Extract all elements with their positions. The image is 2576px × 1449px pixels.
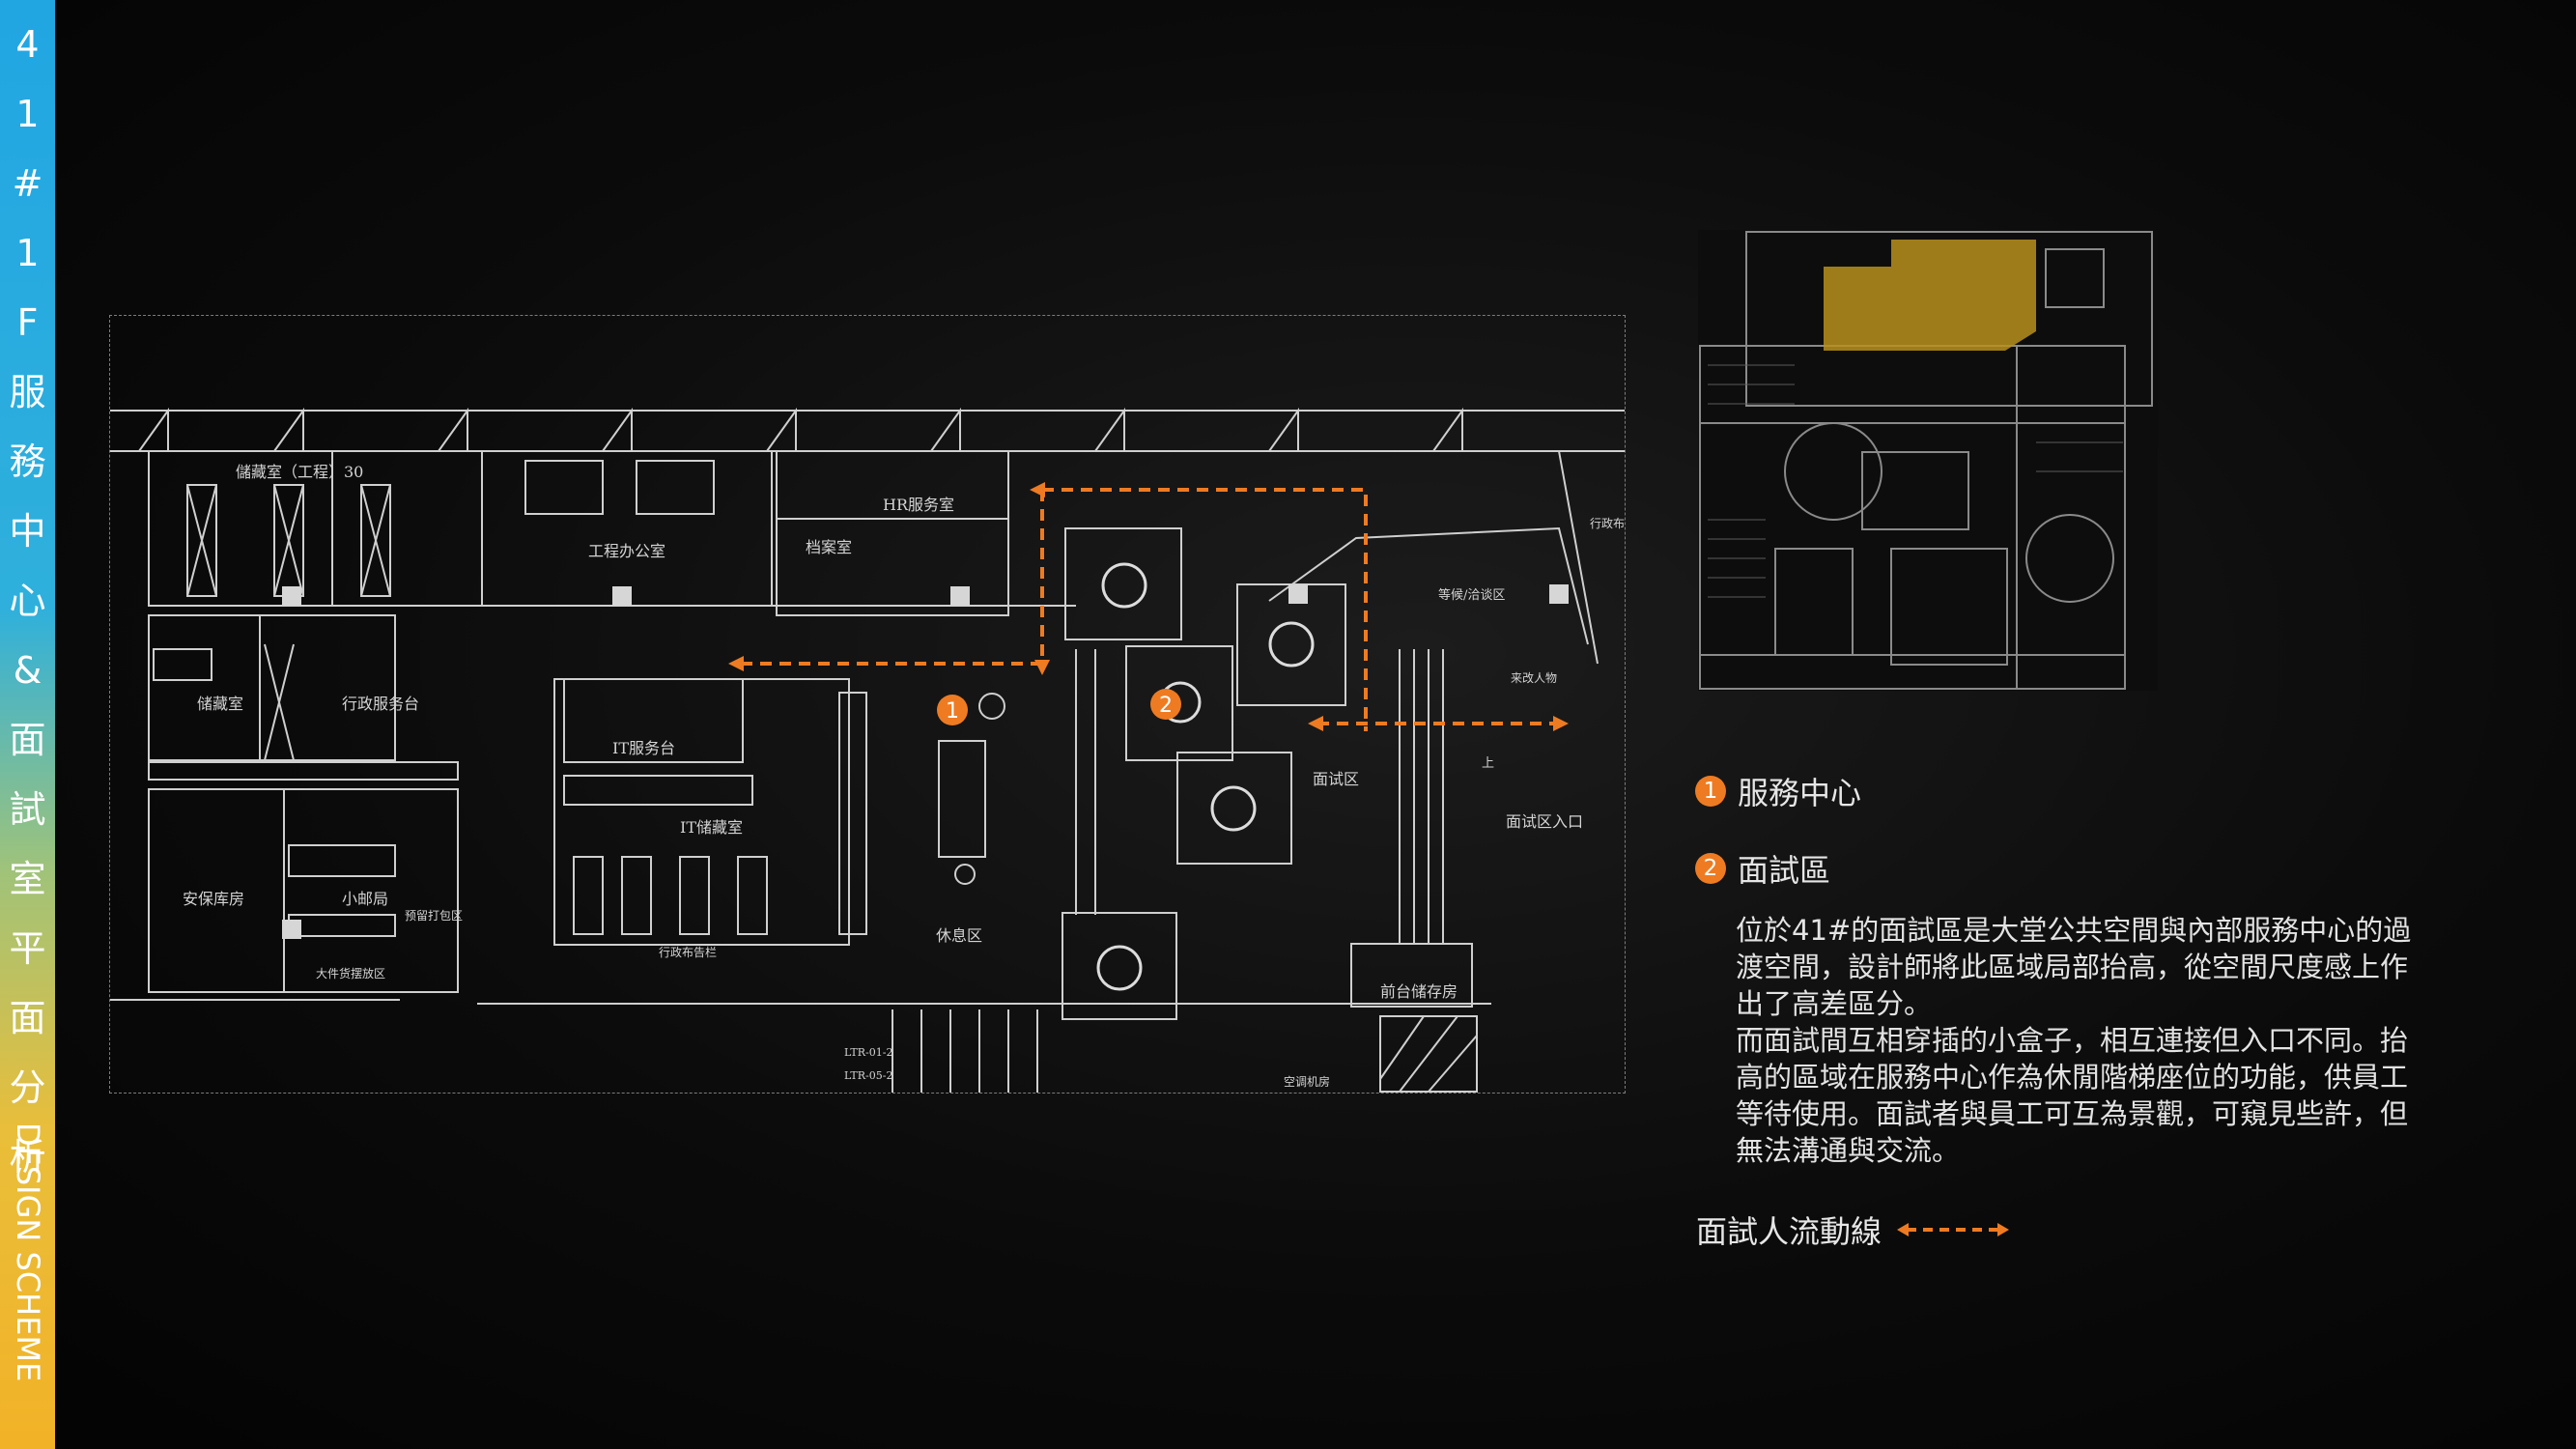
room-label: 行政服务台 [342,695,420,713]
description-paragraph-1: 位於41#的面試區是大堂公共空間與內部服務中心的過渡空間，設計師將此區域局部抬高… [1736,914,2412,1020]
room-label: 行政布告栏 [659,946,718,959]
title-char: 1 [15,232,40,274]
title-char: 平 [9,927,46,970]
legend-label-2: 面試區 [1738,852,1831,889]
legend-badge-1: 1 [1695,776,1726,807]
highlight-area [1824,240,2036,351]
plan-marker-2: 2 [1150,689,1181,720]
room-label: 储藏室 [197,695,244,713]
legend-badge-2: 2 [1695,853,1726,884]
plan-marker-1: 1 [937,695,968,725]
description-paragraph-2: 而面試間互相穿插的小盒子，相互連接但入口不同。抬高的區域在服務中心作為休閒階梯座… [1736,1024,2409,1167]
room-label: 面试区 [1313,770,1360,788]
title-char: 面 [9,997,46,1039]
legend-label-1: 服務中心 [1738,775,1862,811]
room-label: 前台储存房 [1380,982,1458,1001]
sidebar-title-bar: 4 1 # 1 F 服 務 中 心 & 面 試 室 平 面 分 析 [0,0,55,1449]
title-char: 室 [9,858,46,900]
plan-marker-2-text: 2 [1159,694,1173,718]
title-char: & [13,649,42,692]
room-label: 大件货摆放区 [316,967,386,980]
room-label: LTR-01-2 [844,1046,893,1059]
title-char: F [16,301,39,344]
flow-legend-label: 面試人流動線 [1696,1213,1882,1250]
room-label: 上 [1482,756,1495,771]
flow-arrow-icon [1897,1223,2010,1236]
floor-plan: 1 2 儲藏室（工程）30 工程办公室 HR服务室 档案室 行政布 等候/洽谈区… [109,315,1626,1094]
title-char: 4 [15,23,40,66]
room-label: LTR-05-2 [844,1069,893,1082]
title-char: # [12,162,43,205]
title-char: 析 [9,1136,46,1179]
vertical-title: 4 1 # 1 F 服 務 中 心 & 面 試 室 平 面 分 析 [0,10,55,1192]
title-char: 服 [9,371,46,413]
legend-interview-area: 2 面試區 [1695,846,1830,891]
room-label: IT储藏室 [680,818,743,837]
room-label: 小邮局 [342,890,389,908]
room-label: 面试区入口 [1506,812,1584,831]
title-char: 務 [9,440,46,483]
room-label: HR服务室 [883,496,955,514]
legend-service-center: 1 服務中心 [1695,769,1861,813]
room-label: 预留打包区 [405,909,464,923]
title-char: 中 [9,510,46,553]
title-char: 面 [9,719,46,761]
room-label: 来改人物 [1511,671,1558,685]
key-plan-thumbnail [1698,230,2158,691]
title-char: 1 [15,93,40,135]
floor-plan-linework: 1 2 [110,407,1625,1093]
room-label: 儲藏室（工程）30 [236,463,364,481]
room-label: 档案室 [806,538,853,556]
room-label: 行政布 [1590,517,1626,530]
description-text: 位於41#的面試區是大堂公共空間與內部服務中心的過渡空間，設計師將此區域局部抬高… [1736,912,2431,1169]
title-char: 試 [9,788,46,831]
vertical-subtitle: DESIGN SCHEME [10,1122,46,1382]
room-label: 安保库房 [183,890,245,908]
title-char: 心 [9,580,46,622]
room-label: IT服务台 [612,739,675,757]
room-label: 工程办公室 [588,542,666,560]
room-label: 休息区 [936,926,983,945]
flow-legend: 面試人流動線 [1696,1208,2011,1252]
title-char: 分 [9,1066,46,1109]
room-label: 等候/洽谈区 [1438,588,1506,603]
room-label: 空调机房 [1284,1075,1331,1089]
plan-marker-1-text: 1 [946,699,959,724]
